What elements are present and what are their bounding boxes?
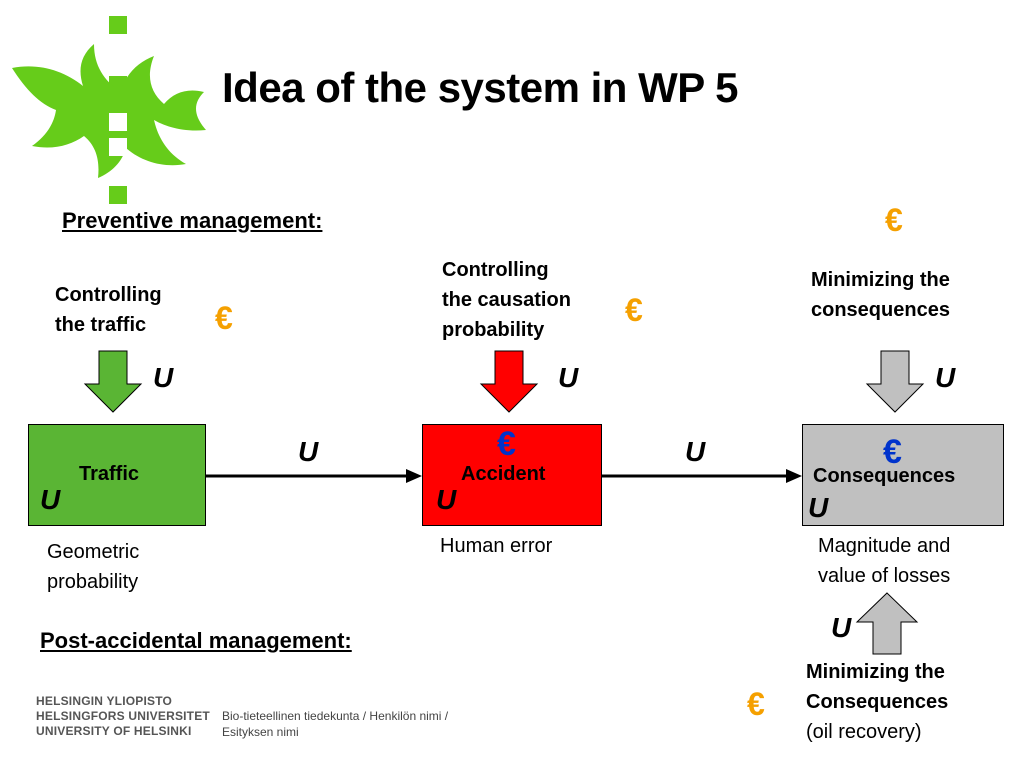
university-name-sv: HELSINGFORS UNIVERSITET <box>36 709 210 723</box>
post-accidental-management-heading: Post-accidental management: <box>40 628 352 653</box>
control-consequences-top-line-1: Minimizing the <box>811 269 950 291</box>
footer-meta-line-1: Bio-tieteellinen tiedekunta / Henkilön n… <box>222 709 449 723</box>
uncertainty-marker: U <box>685 436 706 467</box>
traffic-note-line-2: probability <box>47 571 139 593</box>
euro-icon: € <box>747 686 765 722</box>
traffic-control-arrow <box>83 350 143 413</box>
consequences-box: Consequences € <box>802 424 1004 526</box>
control-causation-line-1: Controlling <box>442 259 549 281</box>
control-traffic-label: Controlling the traffic <box>55 280 162 340</box>
university-name-en: UNIVERSITY OF HELSINKI <box>36 724 192 738</box>
traffic-to-accident-arrow <box>206 469 422 483</box>
consequences-box-label: Consequences <box>813 465 956 487</box>
consequences-control-arrow-up <box>855 592 919 655</box>
control-consequences-top-label: Minimizing the consequences <box>811 265 950 325</box>
euro-icon: € <box>885 202 903 238</box>
uncertainty-marker: U <box>436 484 457 515</box>
traffic-note-line-1: Geometric <box>47 541 140 563</box>
control-traffic-line-2: the traffic <box>55 314 147 336</box>
control-consequences-bottom-line-1: Minimizing the <box>806 661 945 683</box>
university-name-fi: HELSINGIN YLIOPISTO <box>36 694 173 708</box>
euro-icon: € <box>497 425 516 463</box>
euro-icon: € <box>883 433 902 471</box>
uncertainty-marker: U <box>298 436 319 467</box>
accident-box: Accident € <box>422 424 602 526</box>
uncertainty-marker: U <box>831 612 852 643</box>
traffic-note: Geometric probability <box>47 537 139 597</box>
control-causation-label: Controlling the causation probability <box>442 255 571 345</box>
consequences-note-line-2: value of losses <box>818 565 951 587</box>
causation-control-arrow <box>479 350 539 413</box>
consequences-control-arrow-down <box>865 350 925 413</box>
control-causation-line-2: the causation <box>442 289 571 311</box>
consequences-note-line-1: Magnitude and <box>818 535 951 557</box>
traffic-box: Traffic <box>28 424 206 526</box>
preventive-management-heading: Preventive management: <box>62 208 323 233</box>
university-name: HELSINGIN YLIOPISTO HELSINGFORS UNIVERSI… <box>36 694 210 739</box>
oil-recovery-note: (oil recovery) <box>806 721 922 743</box>
control-traffic-line-1: Controlling <box>55 284 162 306</box>
uncertainty-marker: U <box>808 492 829 523</box>
footer-meta: Bio-tieteellinen tiedekunta / Henkilön n… <box>222 708 448 740</box>
uncertainty-marker: U <box>40 484 61 515</box>
control-consequences-bottom-label: Minimizing the Consequences (oil recover… <box>806 657 948 747</box>
page-title: Idea of the system in WP 5 <box>222 64 739 111</box>
control-causation-line-3: probability <box>442 319 545 341</box>
uncertainty-marker: U <box>935 362 956 393</box>
accident-box-label: Accident <box>461 463 546 485</box>
accident-to-consequences-arrow <box>602 469 802 483</box>
footer-meta-line-2: Esityksen nimi <box>222 725 299 739</box>
accident-note: Human error <box>440 535 553 557</box>
traffic-box-label: Traffic <box>79 463 140 485</box>
control-consequences-bottom-line-2: Consequences <box>806 691 949 713</box>
uncertainty-marker: U <box>558 362 579 393</box>
university-flame-logo <box>12 16 206 204</box>
uncertainty-marker: U <box>153 362 174 393</box>
control-consequences-top-line-2: consequences <box>811 299 950 321</box>
euro-icon: € <box>215 300 233 336</box>
euro-icon: € <box>625 292 643 328</box>
consequences-note: Magnitude and value of losses <box>818 531 950 591</box>
